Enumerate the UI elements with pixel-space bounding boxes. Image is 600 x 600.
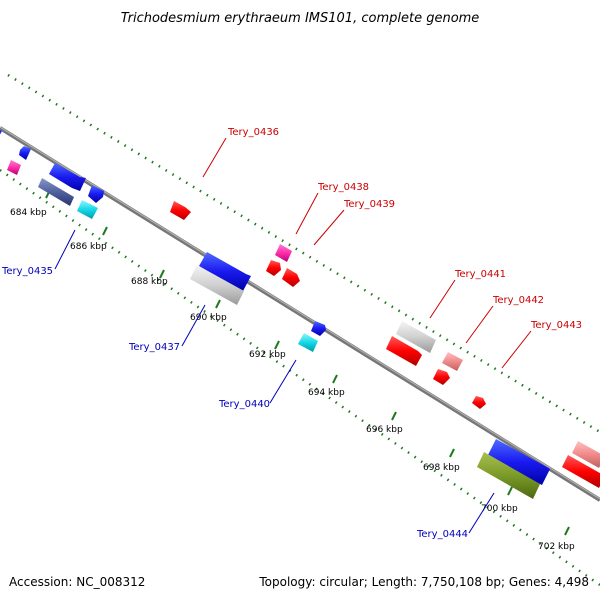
- gene-feature-red: [282, 268, 300, 287]
- genome-backbone: [0, 126, 600, 502]
- gene-feature-olive: [477, 452, 540, 499]
- tick-labels: 684 kbp 686 kbp 688 kbp 690 kbp 692 kbp …: [10, 208, 575, 552]
- tick-label: 692 kbp: [249, 350, 286, 360]
- tick-mark: [159, 269, 165, 279]
- gene-feature-pink: [442, 352, 463, 371]
- accession-text: Accession: NC_008312: [9, 575, 145, 589]
- tick-mark: [449, 448, 455, 458]
- gene-feature-red: [266, 260, 281, 276]
- gene-feature-red: [472, 396, 486, 409]
- gene-feature-blue: [199, 252, 251, 291]
- gene-label-tery-0444: Tery_0444: [416, 529, 468, 540]
- gene-features: [0, 129, 600, 499]
- gene-label-tery-0435: Tery_0435: [1, 266, 53, 277]
- gene-feature-blue: [49, 163, 86, 191]
- tick-label: 696 kbp: [366, 425, 403, 435]
- gene-feature-blue: [488, 439, 550, 485]
- label-leaders: [54, 137, 532, 534]
- gene-label-tery-0439: Tery_0439: [343, 199, 395, 210]
- gene-label-tery-0441: Tery_0441: [454, 269, 506, 280]
- tick-mark: [215, 299, 221, 309]
- gene-feature-blue: [0, 129, 2, 135]
- tick-label: 690 kbp: [190, 313, 227, 323]
- tick-marks: [45, 189, 570, 536]
- tick-mark: [391, 411, 397, 421]
- gene-feature-slate: [38, 178, 74, 206]
- tick-mark: [102, 226, 108, 236]
- gene-label-tery-0442: Tery_0442: [492, 295, 544, 306]
- gene-label-tery-0437: Tery_0437: [128, 342, 180, 353]
- outer-track: [7, 73, 600, 434]
- tick-label: 698 kbp: [423, 463, 460, 473]
- gene-feature-blue: [311, 321, 326, 336]
- gene-feature-red: [562, 455, 600, 488]
- gene-feature-blue: [19, 146, 31, 160]
- gene-feature-cyan: [77, 200, 98, 219]
- gene-label-tery-0436: Tery_0436: [227, 127, 279, 138]
- gene-feature-red: [170, 201, 191, 220]
- topology-text: Topology: circular; Length: 7,750,108 bp…: [258, 575, 589, 589]
- gene-labels: Tery_0436 Tery_0438 Tery_0439 Tery_0441 …: [1, 127, 582, 540]
- gene-feature-magenta: [7, 160, 21, 175]
- tick-label: 684 kbp: [10, 208, 47, 218]
- gene-feature-magenta: [275, 244, 292, 262]
- gene-feature-blue: [88, 185, 104, 203]
- gene-feature-pink: [572, 441, 600, 468]
- gene-feature-grey: [396, 321, 436, 353]
- tick-label: 694 kbp: [308, 388, 345, 398]
- gene-label-tery-0440: Tery_0440: [218, 399, 270, 410]
- gene-feature-grey: [190, 265, 244, 305]
- tick-label: 700 kbp: [481, 504, 518, 514]
- tick-label: 688 kbp: [131, 277, 168, 287]
- tick-label: 702 kbp: [538, 542, 575, 552]
- gene-feature-red: [433, 369, 450, 385]
- tick-mark: [332, 374, 338, 384]
- gene-label-tery-0438: Tery_0438: [317, 182, 369, 193]
- tick-label: 686 kbp: [70, 242, 107, 252]
- tick-mark: [274, 340, 280, 350]
- gene-feature-cyan: [298, 333, 318, 352]
- inner-track: [0, 168, 600, 587]
- gene-label-tery-0443: Tery_0443: [530, 320, 582, 331]
- gene-feature-red: [386, 336, 422, 366]
- map-title: Trichodesmium erythraeum IMS101, complet…: [121, 11, 480, 26]
- tick-mark: [507, 486, 513, 496]
- tick-mark: [564, 526, 570, 536]
